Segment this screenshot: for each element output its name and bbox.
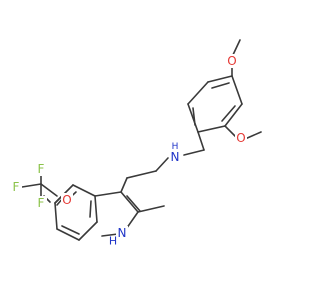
amine-hydrogen-label: H [172, 142, 179, 152]
fluorine-atom-label: F [38, 162, 45, 176]
bond [192, 107, 196, 126]
bond [89, 200, 92, 218]
bond [101, 233, 119, 237]
amine-nitrogen-label: N [171, 150, 180, 164]
bond [197, 131, 205, 151]
bond [187, 81, 209, 105]
bond [155, 157, 169, 172]
bond [224, 125, 237, 138]
oxygen-atom-label: O [236, 131, 245, 145]
bond [211, 82, 230, 89]
bond [56, 228, 80, 241]
bond [244, 131, 262, 140]
bond [120, 191, 139, 213]
bond [137, 205, 165, 213]
molecule-canvas: O O N H O F F F N H [10, 39, 262, 248]
bond [221, 105, 236, 122]
indole-nitrogen-label: N [118, 226, 127, 240]
bond [197, 125, 226, 133]
bond [72, 184, 96, 197]
bond [126, 170, 157, 179]
bond-lines [21, 39, 262, 241]
bond [224, 103, 243, 127]
bond [54, 202, 58, 230]
oxygen-atom-label: O [62, 193, 71, 207]
fluorine-atom-label: F [13, 180, 20, 194]
bond [120, 177, 128, 193]
bond [21, 183, 42, 188]
bond [126, 195, 141, 212]
bond [78, 221, 98, 241]
bond [94, 191, 122, 197]
bond [187, 103, 199, 133]
bond [94, 195, 98, 223]
oxygen-atom-label: O [227, 54, 236, 68]
molecule-structure: O O N H O F F F N H [10, 39, 262, 248]
bond [207, 75, 233, 83]
atom-labels: O O N H O F F F N H [10, 54, 247, 248]
fluorine-atom-label: F [38, 196, 45, 210]
bond [231, 75, 243, 105]
bond [61, 225, 80, 235]
indole-hydrogen-label: H [109, 235, 117, 248]
bond [40, 183, 58, 197]
bond [183, 149, 205, 156]
